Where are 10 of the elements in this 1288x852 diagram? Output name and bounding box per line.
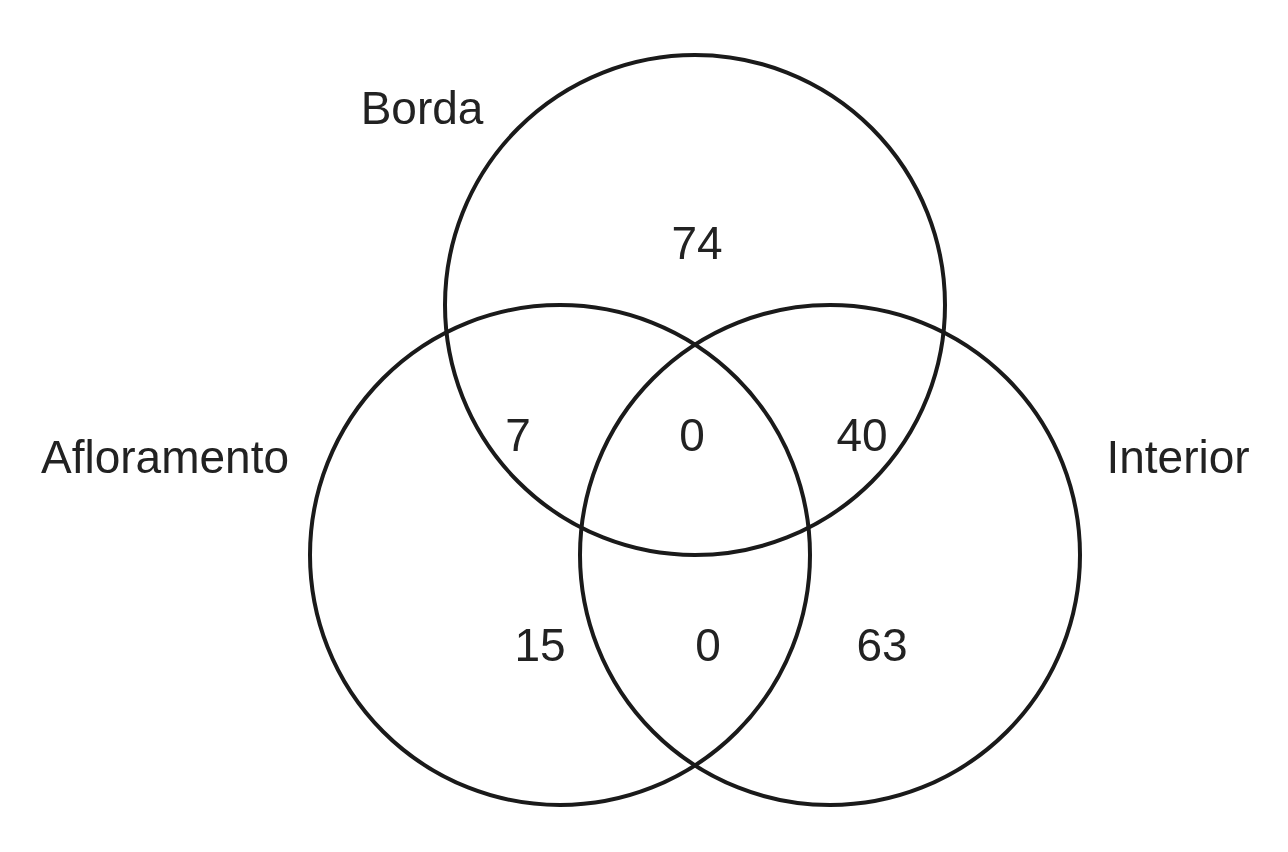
- region-count: 63: [856, 622, 908, 668]
- region-count: 40: [836, 412, 888, 458]
- set-label: Interior: [1106, 434, 1250, 480]
- region-count: 74: [671, 220, 723, 266]
- region-count: 0: [695, 622, 721, 668]
- region-count: 0: [679, 412, 705, 458]
- set-label: Afloramento: [41, 434, 289, 480]
- region-count: 7: [505, 412, 531, 458]
- set-label: Borda: [360, 85, 484, 131]
- region-count: 15: [514, 622, 566, 668]
